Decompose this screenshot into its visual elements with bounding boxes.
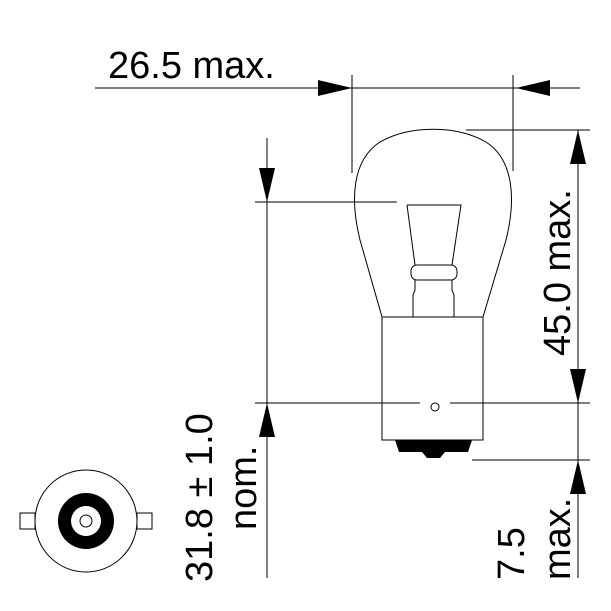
arrow-left-icon xyxy=(516,80,550,96)
height-label: 45.0 max. xyxy=(537,189,579,356)
base-note: max. xyxy=(537,498,579,580)
arrow-up-icon xyxy=(570,460,586,494)
arrow-down-icon xyxy=(570,369,586,403)
pin-hole xyxy=(430,402,440,412)
light-center-value: 31.8 ± 1.0 xyxy=(179,413,221,582)
arrow-down-icon xyxy=(259,168,275,202)
width-label: 26.5 max. xyxy=(108,45,275,87)
bulb-base xyxy=(381,316,484,441)
bulb-side-view xyxy=(354,128,512,458)
bulb-contact xyxy=(395,440,472,458)
arrow-right-icon xyxy=(318,80,352,96)
height-dimension: 45.0 max. 7.5 max. xyxy=(466,129,590,580)
light-center-dimension: 31.8 ± 1.0 nom. xyxy=(179,138,590,582)
width-dimension: 26.5 max. xyxy=(95,45,580,173)
light-center-note: nom. xyxy=(223,446,265,530)
bulb-bottom-view xyxy=(19,469,153,573)
arrow-up-icon xyxy=(259,403,275,437)
base-value: 7.5 xyxy=(491,527,533,580)
arrow-up-icon xyxy=(570,130,586,164)
filament-ring xyxy=(410,264,458,281)
